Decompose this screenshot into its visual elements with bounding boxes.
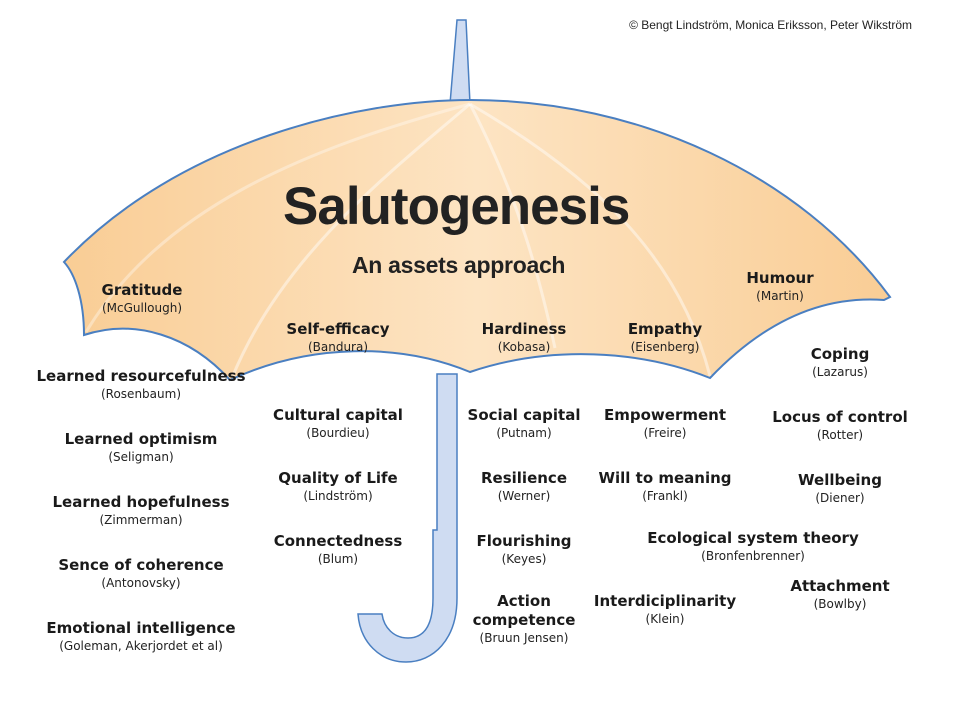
concept-gratitude: Gratitude (McGullough) [102,281,183,316]
concept-name: Empowerment [604,406,726,424]
concept-name: Wellbeing [798,471,882,489]
concept-name: Empathy [627,320,703,338]
concept-author: (Bandura) [307,340,369,354]
concept-author: (Goleman, Akerjordet et al) [59,639,223,653]
concept-learned-optimism: Learned optimism (Seligman) [65,430,218,465]
concept-author: (Werner) [497,489,551,503]
concept-name: Hardiness [481,320,567,338]
concept-sence-of-coherence: Sence of coherence (Antonovsky) [58,556,223,591]
concept-empowerment: Empowerment (Freire) [604,406,726,441]
concept-name: Ecological system theory [647,529,859,547]
concept-author: (Keyes) [501,552,547,566]
concept-learned-resourcefulness: Learned resourcefulness (Rosenbaum) [36,367,245,402]
concept-name: Quality of Life [278,469,398,487]
diagram-title: Salutogenesis [283,177,630,236]
concept-humour: Humour (Martin) [746,269,813,304]
concept-hardiness: Hardiness (Kobasa) [482,320,567,355]
canopy-rib [468,103,557,349]
canopy-rib [230,102,471,379]
concept-name: Emotional intelligence [46,619,236,637]
concept-author: (Martin) [756,289,804,303]
concept-author: (Antonovsky) [101,576,181,590]
concept-name: Social capital [467,406,581,424]
concept-name: Gratitude [101,281,183,299]
canopy-rib [84,102,471,333]
copyright-notice: © Bengt Lindström, Monica Eriksson, Pete… [629,18,912,32]
concept-author: (Diener) [815,491,865,505]
concept-author: (Freire) [643,426,687,440]
concept-action-competence: Action competence (Bruun Jensen) [464,592,584,646]
concept-author: (Zimmerman) [99,513,183,527]
concept-author: (McGullough) [101,301,183,315]
concept-locus-of-control: Locus of control (Rotter) [772,408,908,443]
concept-name: Learned hopefulness [52,493,230,511]
concept-author: (Rosenbaum) [100,387,181,401]
concept-connectedness: Connectedness (Blum) [274,532,403,567]
diagram-subtitle: An assets approach [352,252,566,278]
concept-self-efficacy: Self-efficacy (Bandura) [286,320,389,355]
concept-name: Interdiciplinarity [593,592,737,610]
concept-author: (Bowlby) [813,597,867,611]
concept-will-to-meaning: Will to meaning (Frankl) [598,469,731,504]
concept-quality-of-life: Quality of Life (Lindström) [278,469,397,504]
concept-empathy: Empathy (Eisenberg) [628,320,702,355]
concept-name: Locus of control [772,408,908,426]
concept-author: (Klein) [645,612,685,626]
concept-author: (Lindström) [303,489,373,503]
concept-name: Learned optimism [64,430,218,448]
concept-name: Sence of coherence [58,556,224,574]
concept-wellbeing: Wellbeing (Diener) [798,471,882,506]
concept-ecological-system-theory: Ecological system theory (Bronfenbrenner… [647,529,858,564]
concept-author: (Kobasa) [497,340,551,354]
concept-coping: Coping (Lazarus) [811,345,870,380]
concept-author: (Bronfenbrenner) [701,549,805,563]
concept-author: (Frankl) [642,489,688,503]
concept-author: (Blum) [317,552,359,566]
concept-author: (Seligman) [108,450,174,464]
concept-name: Will to meaning [598,469,732,487]
concept-emotional-intelligence: Emotional intelligence (Goleman, Akerjor… [46,619,235,654]
concept-social-capital: Social capital (Putnam) [468,406,581,441]
concept-name: Action competence [472,592,576,629]
concept-flourishing: Flourishing (Keyes) [476,532,571,567]
concept-author: (Putnam) [496,426,552,440]
concept-name: Self-efficacy [286,320,390,338]
concept-resilience: Resilience (Werner) [481,469,567,504]
umbrella-canopy [62,98,892,382]
concept-name: Flourishing [476,532,572,550]
concept-interdiciplinarity: Interdiciplinarity (Klein) [594,592,736,627]
concept-cultural-capital: Cultural capital (Bourdieu) [273,406,403,441]
concept-name: Coping [810,345,870,363]
umbrella-handle [357,373,458,663]
concept-author: (Lazarus) [812,365,868,379]
canopy-rib [469,102,712,377]
concept-name: Learned resourcefulness [36,367,246,385]
concept-author: (Rotter) [816,428,864,442]
concept-name: Resilience [481,469,567,487]
concept-author: (Bourdieu) [306,426,370,440]
concept-author: (Bruun Jensen) [479,631,569,645]
umbrella-tip [449,19,471,105]
concept-author: (Eisenberg) [630,340,700,354]
concept-name: Connectedness [273,532,403,550]
concept-name: Cultural capital [273,406,403,424]
concept-name: Humour [746,269,814,287]
concept-attachment: Attachment (Bowlby) [790,577,889,612]
concept-learned-hopefulness: Learned hopefulness (Zimmerman) [52,493,229,528]
concept-name: Attachment [790,577,890,595]
